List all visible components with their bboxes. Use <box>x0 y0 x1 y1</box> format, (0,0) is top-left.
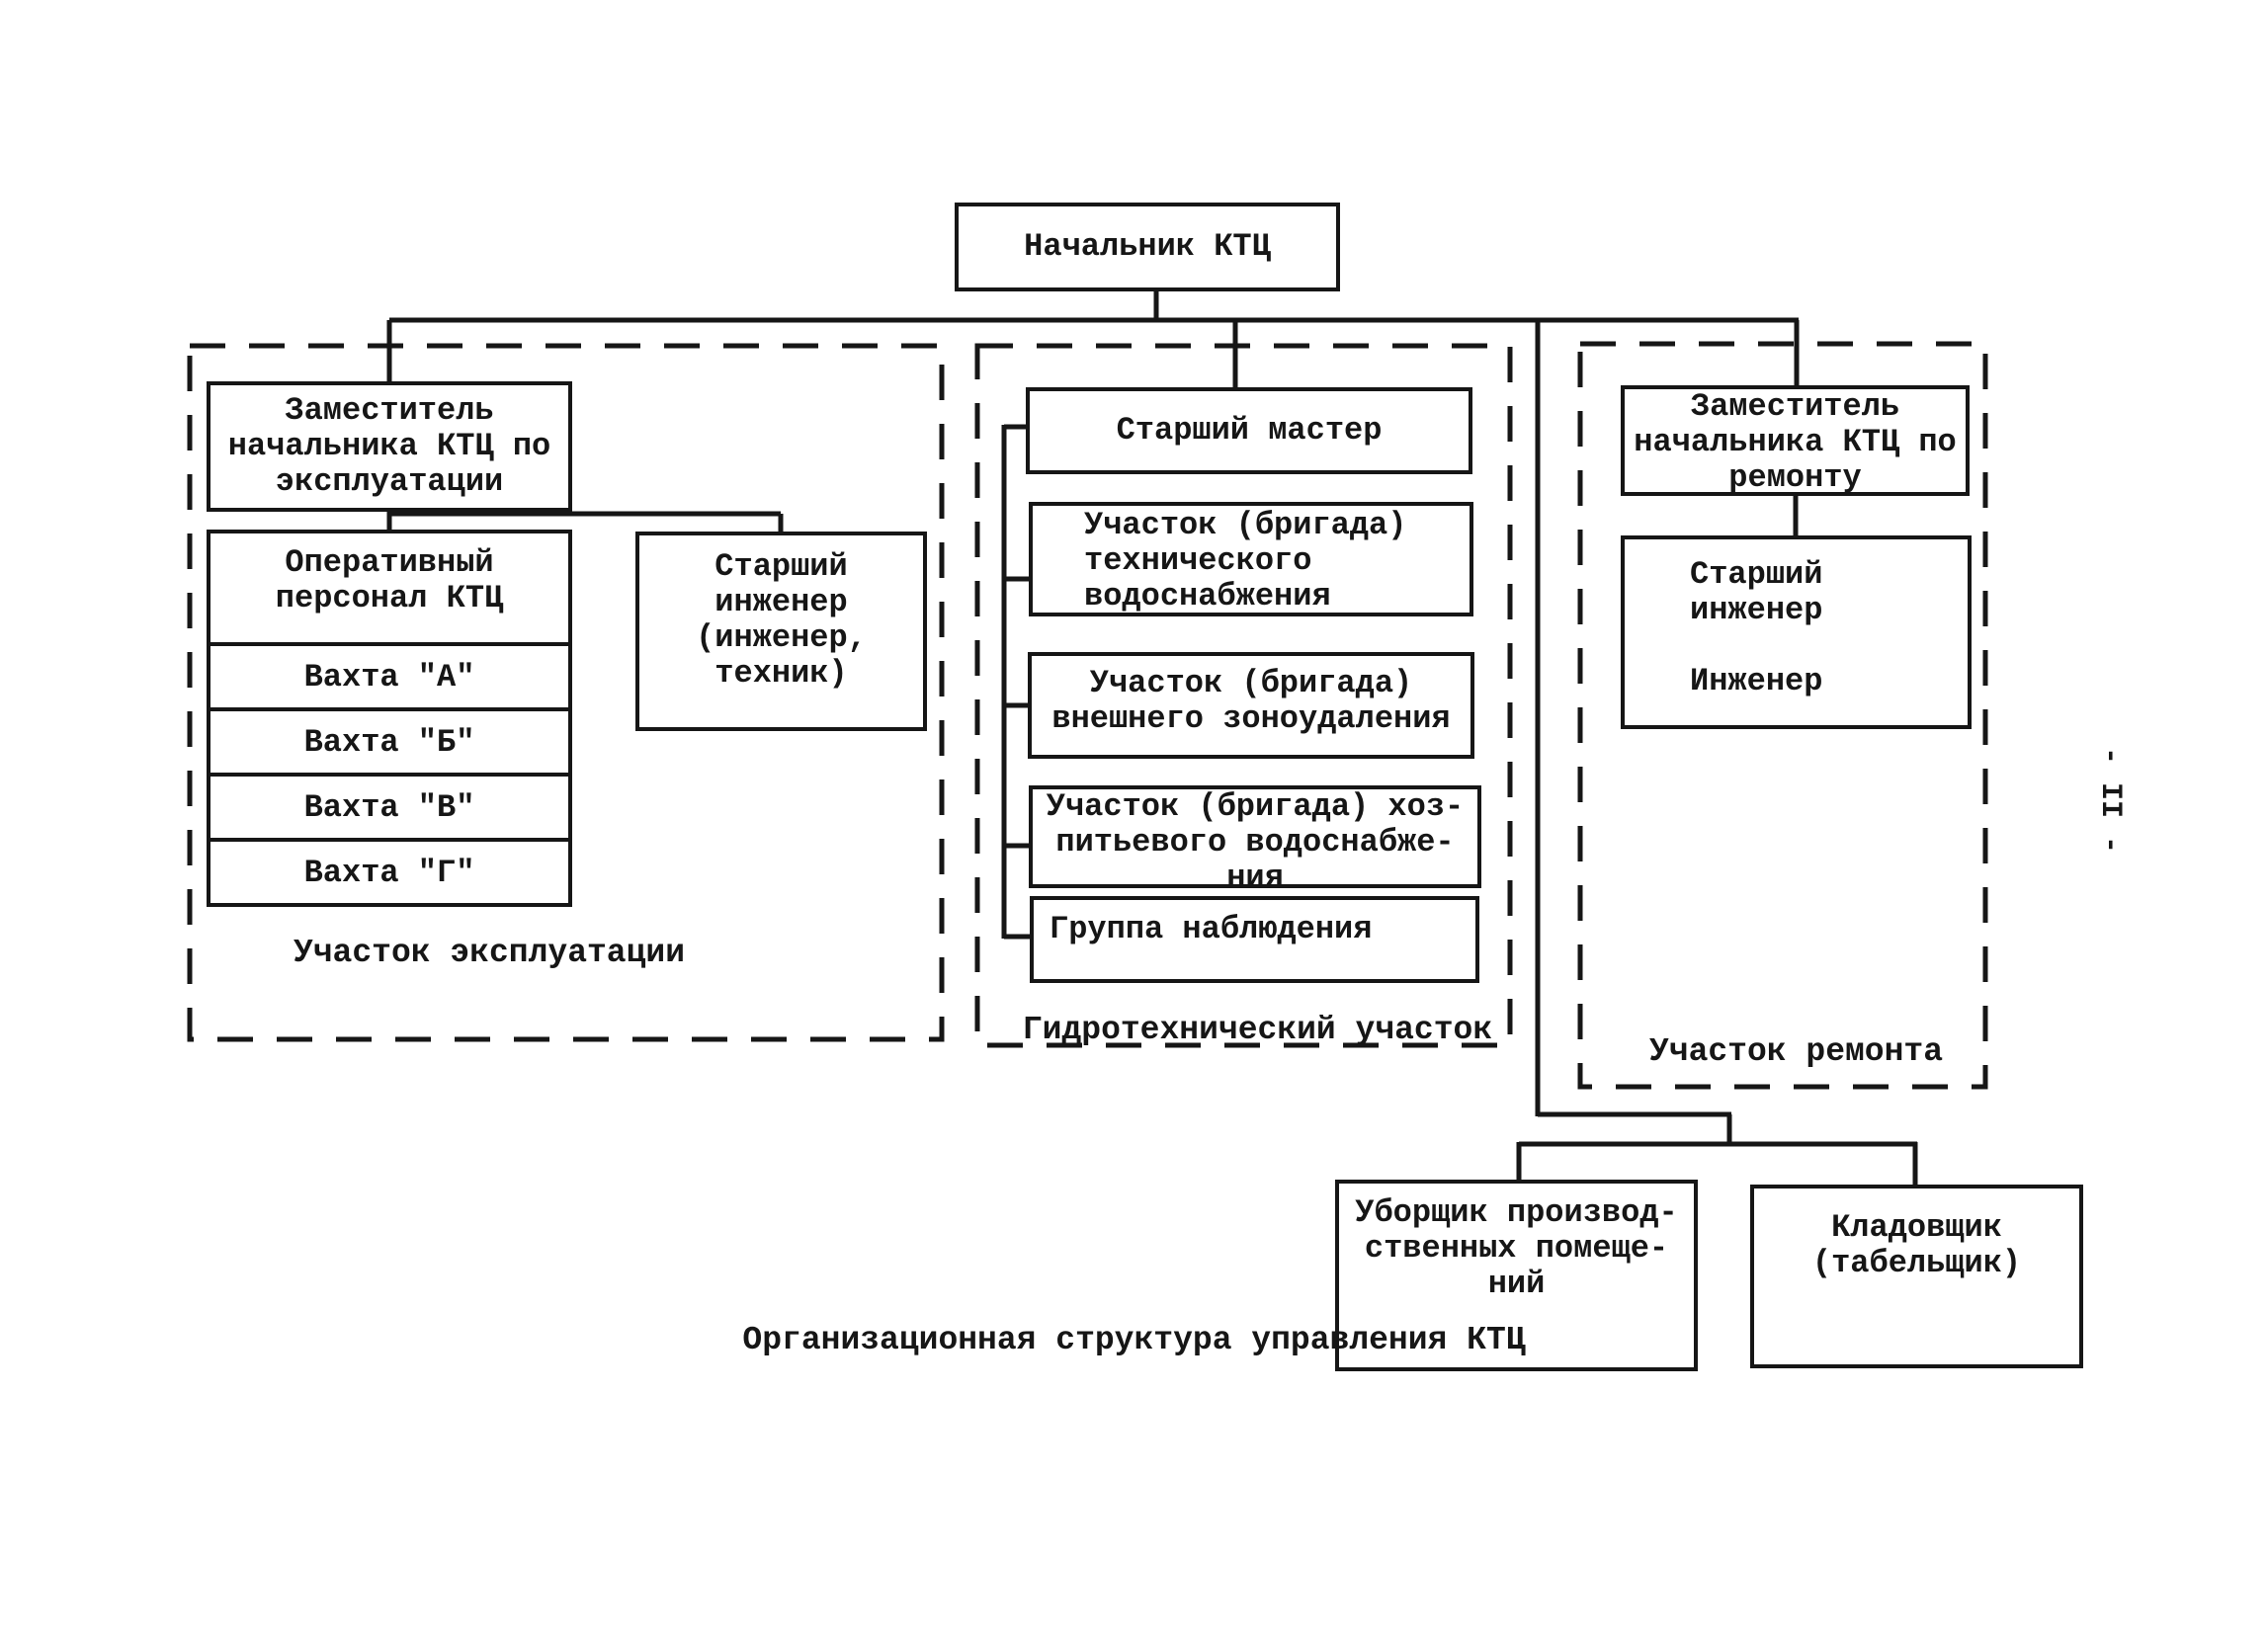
node-shift-v: Вахта "В" <box>210 773 568 838</box>
node-deputy-operations: Заместитель начальника КТЦ по эксплуатац… <box>207 381 572 512</box>
node-shift-g: Вахта "Г" <box>210 838 568 903</box>
node-chief-label: Начальник КТЦ <box>1024 227 1271 265</box>
diagram-caption: Организационная структура управления КТЦ <box>742 1322 1526 1358</box>
label-hydro-section: Гидротехнический участок <box>1022 1012 1493 1048</box>
node-senior-engineer-operations: Старший инженер (инженер, техник) <box>635 532 927 731</box>
node-unit-technical-water: Участок (бригада) технического водоснабж… <box>1029 502 1473 616</box>
connector-hydro-bus <box>1001 424 1034 940</box>
node-shift-a: Вахта "А" <box>210 642 568 707</box>
connector-root-trunk <box>386 291 1800 1116</box>
section-border-repair <box>1577 341 1988 1090</box>
node-repair-engineers-label: Старший инженер Инженер <box>1690 556 1823 700</box>
node-repair-engineers: Старший инженер Инженер <box>1621 535 1972 729</box>
node-deputy-operations-label: Заместитель начальника КТЦ по эксплуатац… <box>227 392 551 501</box>
node-operational-personnel: Оперативный персонал КТЦ Вахта "А" Вахта… <box>207 530 572 907</box>
label-repair-section: Участок ремонта <box>1648 1033 1944 1070</box>
node-deputy-repair-label: Заместитель начальника КТЦ по ремонту <box>1634 388 1957 497</box>
node-personnel-header: Оперативный персонал КТЦ <box>275 544 504 617</box>
section-border-operations <box>187 343 945 1042</box>
node-cleaner: Уборщик производ- ственных помеще- ний <box>1335 1180 1698 1371</box>
node-chief: Начальник КТЦ <box>955 203 1340 291</box>
node-unit-external-removal: Участок (бригада) внешнего зоноудаления <box>1028 652 1474 759</box>
node-deputy-repair: Заместитель начальника КТЦ по ремонту <box>1621 385 1970 496</box>
node-storekeeper: Кладовщик (табельщик) <box>1750 1185 2083 1368</box>
page-number: - II - <box>2093 746 2127 855</box>
node-storekeeper-label: Кладовщик (табельщик) <box>1811 1209 2022 1282</box>
node-unit-drinking-water: Участок (бригада) хоз- питьевого водосна… <box>1029 785 1481 896</box>
node-senior-master-label: Старший мастер <box>1116 411 1383 449</box>
section-border-hydro <box>974 343 1513 1048</box>
label-operations-section: Участок эксплуатации <box>293 935 686 971</box>
connector-support <box>1516 1111 1918 1188</box>
node-shift-b: Вахта "Б" <box>210 707 568 773</box>
node-cleaner-label: Уборщик производ- ственных помеще- ний <box>1355 1194 1678 1303</box>
node-senior-master: Старший мастер <box>1026 387 1472 474</box>
node-observation-group: Группа наблюдения <box>1030 896 1479 983</box>
node-senior-engineer-operations-label: Старший инженер (инженер, техник) <box>696 548 867 693</box>
